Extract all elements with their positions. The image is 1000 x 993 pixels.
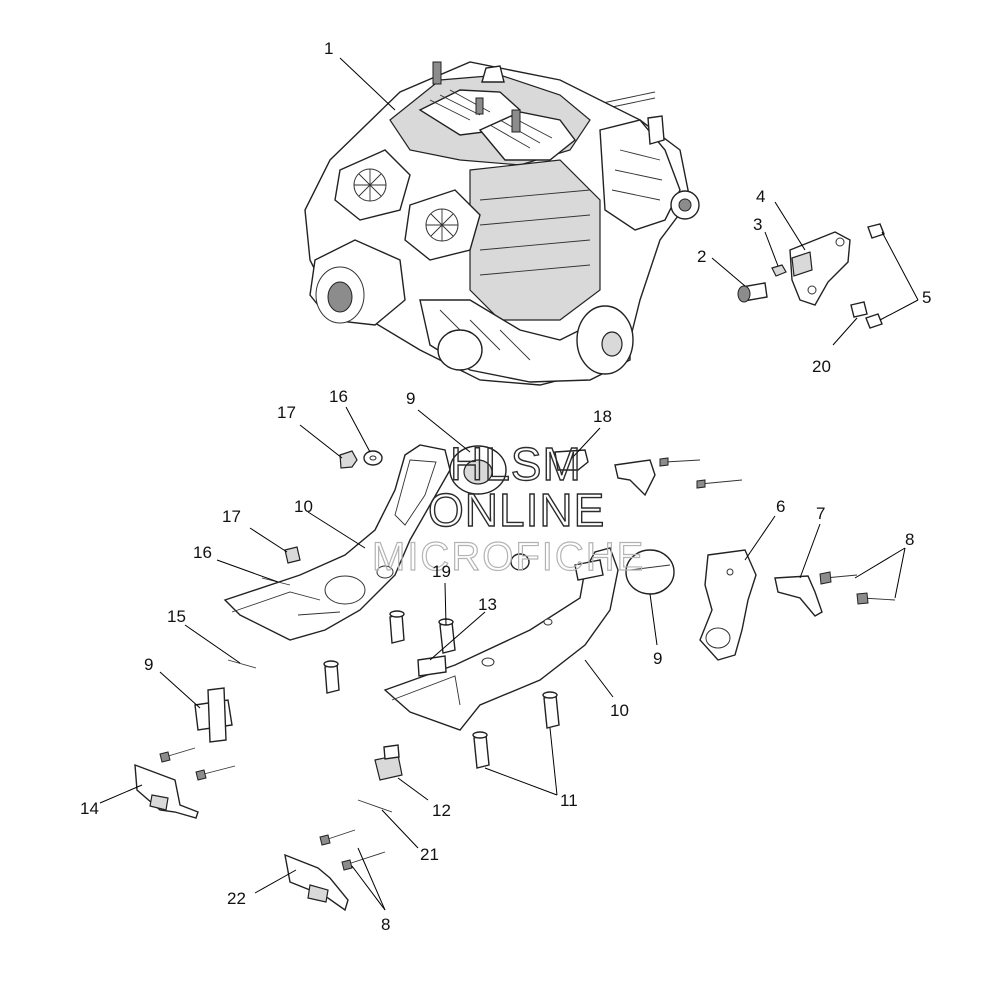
callout-isolator-left: 9	[144, 655, 153, 674]
callout-bracket-right: 6	[776, 497, 785, 516]
upper-right-clips	[614, 457, 743, 497]
engine-assembly	[304, 61, 700, 386]
callout-engine: 1	[324, 39, 333, 58]
callout-spacer: 2	[697, 247, 706, 266]
callout-plate-right: 10	[610, 701, 629, 720]
callout-clip-upper: 18	[593, 407, 612, 426]
watermark-line-2: ONLINE	[428, 484, 605, 536]
callout-bolts-right: 11	[560, 791, 578, 810]
callout-clip-bottom: 22	[227, 889, 246, 908]
left-stack-hardware	[134, 546, 301, 819]
callout-bolts-upper: 5	[922, 288, 931, 307]
watermark-line-1: HLSM	[450, 438, 582, 490]
callout-shim-left: 15	[167, 607, 186, 626]
callout-pad-center: 13	[478, 595, 497, 614]
left-mount-plate	[223, 444, 589, 694]
right-mount-plate	[357, 547, 675, 813]
callout-nut: 3	[753, 215, 762, 234]
callout-washer-left-upper: 16	[329, 387, 348, 406]
leader-lines	[99, 57, 919, 911]
callout-rivets-right: 8	[905, 530, 914, 549]
callout-nut-left-upper: 17	[277, 403, 296, 422]
callout-labels: 1 2 3 4 5 20 17 16 9 18 10 17 16 15 9 14…	[80, 39, 931, 934]
callout-washer-left-lower: 16	[193, 543, 212, 562]
callout-plate-left: 10	[294, 497, 313, 516]
callout-clip-left: 14	[80, 799, 99, 818]
callout-shim-bottom: 21	[420, 845, 439, 864]
right-bracket-hardware	[699, 549, 896, 661]
callout-bolt-center: 19	[432, 562, 451, 581]
callout-bracket-small: 7	[816, 504, 825, 523]
callout-washer-upper: 20	[812, 357, 831, 376]
bottom-clip-hardware	[284, 829, 386, 912]
watermark: HLSM ONLINE MICROFICHE	[371, 437, 645, 579]
watermark-line-3: MICROFICHE	[372, 535, 645, 579]
callout-isolator-upper: 9	[406, 389, 415, 408]
callout-nut-left-lower: 17	[222, 507, 241, 526]
callout-rivets-bottom: 8	[381, 915, 390, 934]
callout-isolator-right: 9	[653, 649, 662, 668]
callout-bracket-upper: 4	[756, 187, 765, 206]
upper-mount-hardware	[737, 223, 885, 329]
callout-isolator-bottom: 12	[432, 801, 451, 820]
